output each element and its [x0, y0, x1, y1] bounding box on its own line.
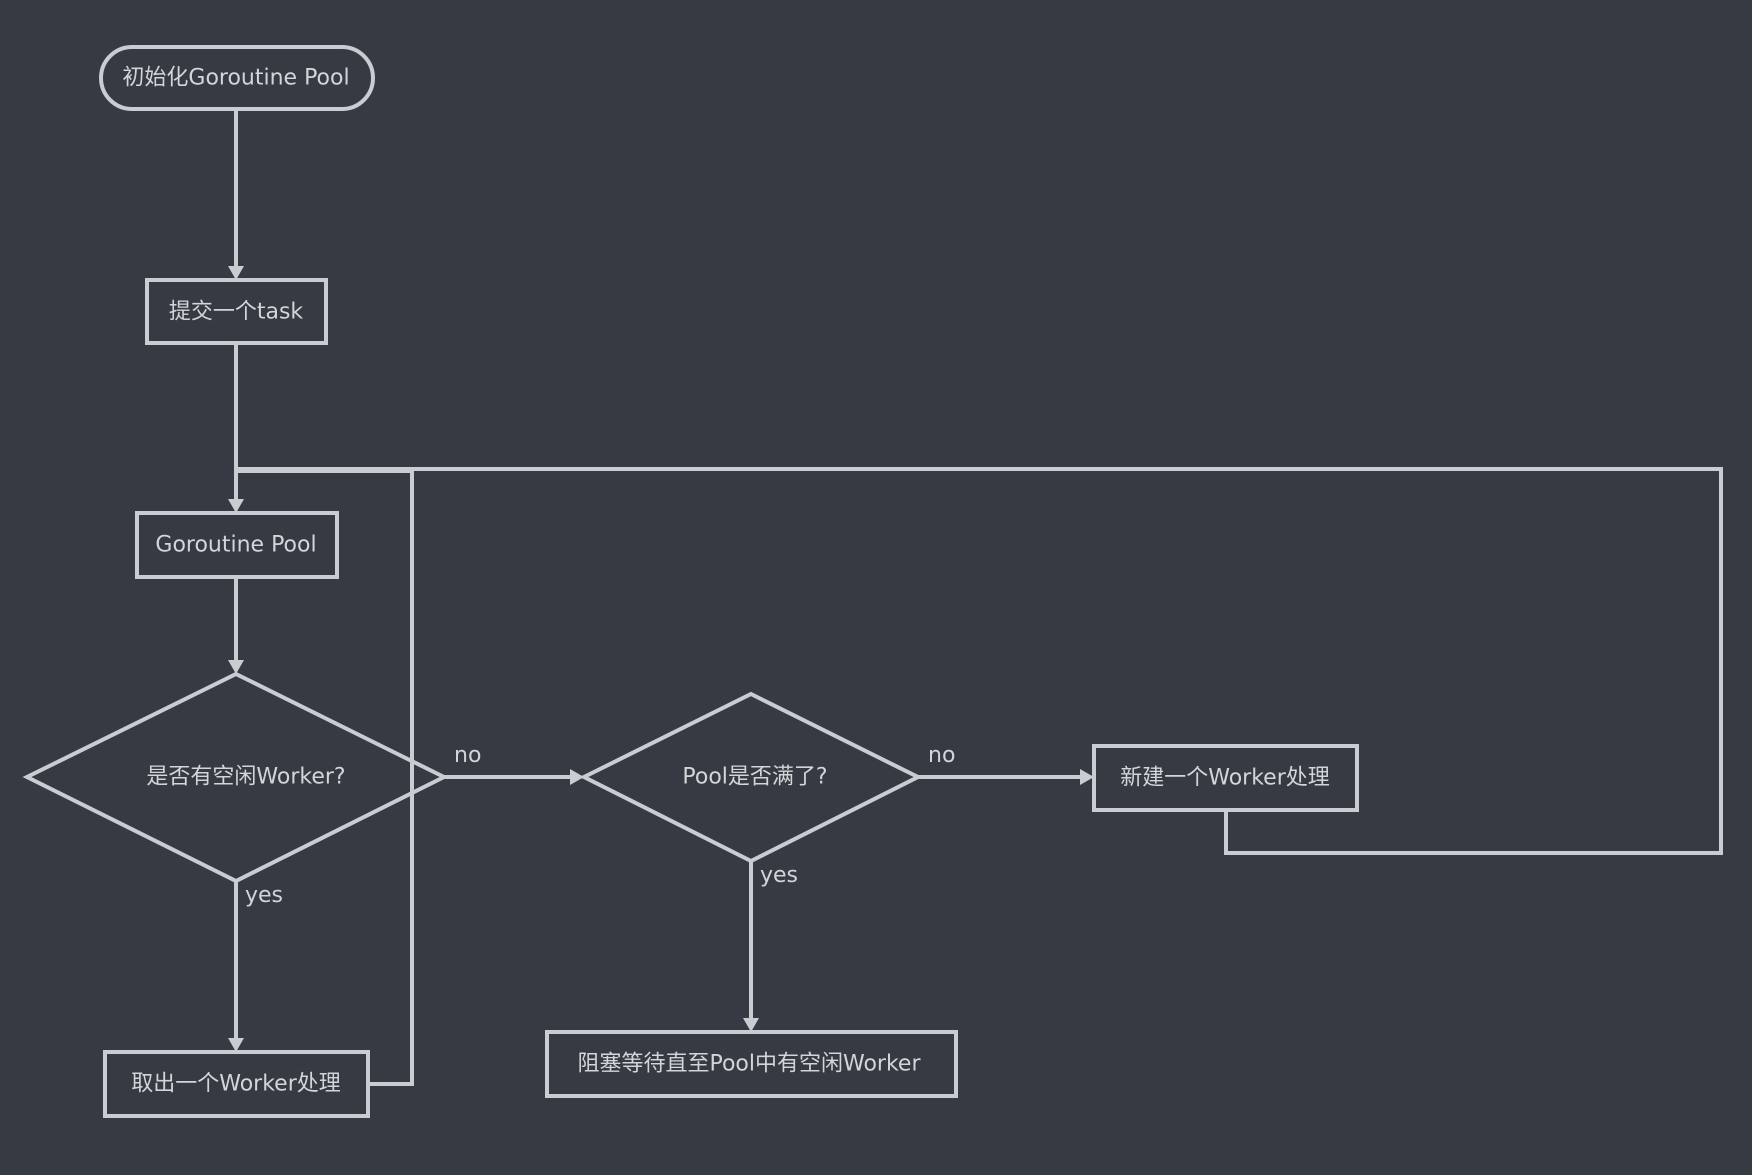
node-idle-worker-check	[22, 671, 449, 884]
node-submit-task-label: 提交一个task	[169, 300, 304, 325]
arrowhead	[228, 499, 244, 513]
edge-label-full-no: no	[928, 743, 955, 768]
node-goroutine-pool-label: Goroutine Pool	[155, 533, 316, 558]
node-pool-full-check-label: Pool是否满了?	[682, 765, 827, 790]
edge-label-idle-no: no	[454, 743, 481, 768]
node-block-wait-label: 阻塞等待直至Pool中有空闲Worker	[577, 1052, 921, 1077]
node-new-worker	[1092, 744, 1359, 812]
node-init-label: 初始化Goroutine Pool	[122, 66, 349, 91]
node-block-wait	[545, 1030, 958, 1098]
node-pool-full-check	[579, 691, 923, 864]
arrowhead	[228, 660, 244, 674]
node-idle-worker-check-label: 是否有空闲Worker?	[146, 765, 345, 790]
node-new-worker-label: 新建一个Worker处理	[1120, 766, 1330, 791]
arrowhead	[228, 266, 244, 280]
arrowhead	[570, 769, 584, 785]
edge-label-full-yes: yes	[760, 863, 798, 888]
arrowhead	[228, 1038, 244, 1052]
arrowhead	[1080, 769, 1094, 785]
edge-new-worker-loop	[236, 467, 1723, 855]
node-submit-task	[145, 278, 328, 345]
node-take-worker	[103, 1050, 370, 1118]
arrowhead	[743, 1018, 759, 1032]
node-init	[99, 45, 375, 111]
node-goroutine-pool	[135, 511, 339, 579]
edge-label-idle-yes: yes	[245, 883, 283, 908]
node-take-worker-label: 取出一个Worker处理	[131, 1072, 341, 1097]
